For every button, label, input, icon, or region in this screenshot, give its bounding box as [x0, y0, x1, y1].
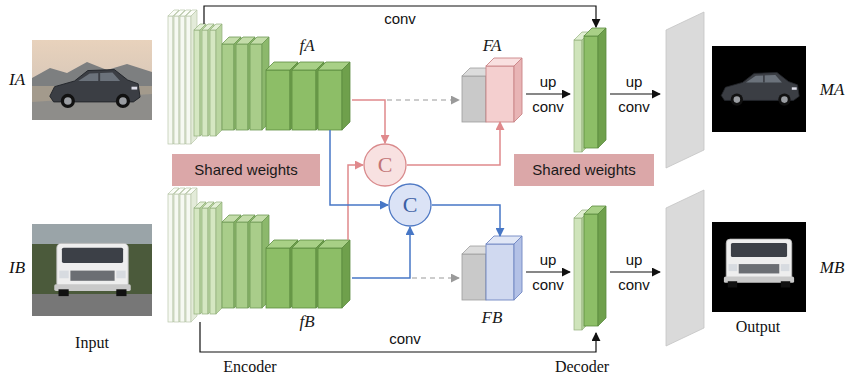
operation-label: up [540, 73, 557, 90]
operation-label: conv [532, 276, 564, 293]
concat-circle: C [363, 143, 407, 187]
box-label: Shared weights [532, 160, 635, 180]
shared-weights-box: Shared weights [514, 154, 654, 186]
connector [432, 205, 500, 236]
operation-label: conv [384, 10, 416, 27]
operator-symbol: C [403, 195, 418, 215]
shared-weights-box: Shared weights [172, 154, 320, 186]
section-label: Encoder [223, 358, 276, 376]
operation-label: conv [618, 98, 650, 115]
fused-feature-block: FB [458, 236, 526, 328]
connector [352, 100, 385, 143]
dashed-arrows [387, 100, 459, 278]
connector [352, 227, 410, 278]
image-label: MA [820, 80, 845, 100]
fused-feature-cube [486, 236, 522, 300]
feature-block: fA [262, 36, 352, 130]
section-label: Decoder [555, 358, 609, 376]
concat-circle: C [388, 183, 432, 227]
fused-feature-block: FA [458, 36, 526, 122]
encoder-layers [168, 10, 350, 144]
feature-block: fB [262, 240, 352, 332]
input-image [32, 40, 152, 120]
operation-label: up [626, 73, 643, 90]
feature-label: fA [299, 36, 314, 56]
connector [348, 165, 363, 240]
encoder-layers [168, 188, 350, 322]
image-label: IB [9, 258, 25, 278]
output-mask [712, 46, 806, 132]
decoder-layers [462, 12, 704, 168]
operation-label: conv [532, 98, 564, 115]
operation-label: up [626, 251, 643, 268]
fused-feature-cube [486, 58, 522, 122]
section-label: Output [736, 318, 780, 336]
operation-label: conv [389, 330, 421, 347]
section-label: Input [75, 334, 109, 352]
operator-symbol: C [378, 155, 393, 175]
output-mask [712, 222, 806, 312]
input-image [32, 224, 152, 316]
feature-label: fB [299, 312, 314, 332]
image-label: MB [820, 258, 845, 278]
box-label: Shared weights [194, 160, 297, 180]
operation-label: conv [618, 276, 650, 293]
decoder-layers [462, 190, 704, 346]
feature-label: FA [483, 36, 502, 56]
feature-label: FB [482, 308, 503, 328]
image-label: IA [9, 70, 25, 90]
operation-label: up [540, 251, 557, 268]
connector [407, 122, 500, 165]
